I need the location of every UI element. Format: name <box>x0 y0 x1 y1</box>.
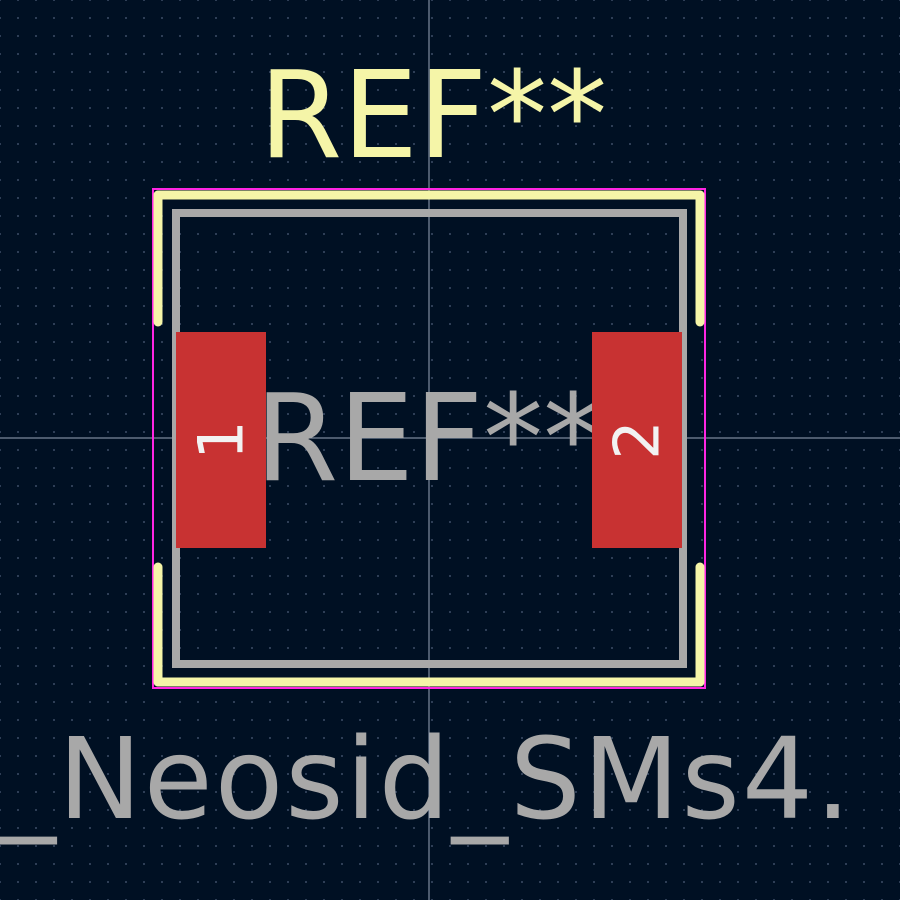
pad-1[interactable]: 1 <box>176 332 266 548</box>
reference-fab-text[interactable]: REF** <box>255 370 603 509</box>
pad-1-number: 1 <box>185 420 258 459</box>
pad-2[interactable]: 2 <box>592 332 682 548</box>
value-text[interactable]: _Neosid_SMs4. <box>0 715 853 845</box>
courtyard-outline[interactable] <box>152 188 706 689</box>
pad-2-number: 2 <box>601 420 674 459</box>
reference-silk-text[interactable]: REF** <box>259 47 607 186</box>
silkscreen-outline[interactable] <box>153 190 705 687</box>
